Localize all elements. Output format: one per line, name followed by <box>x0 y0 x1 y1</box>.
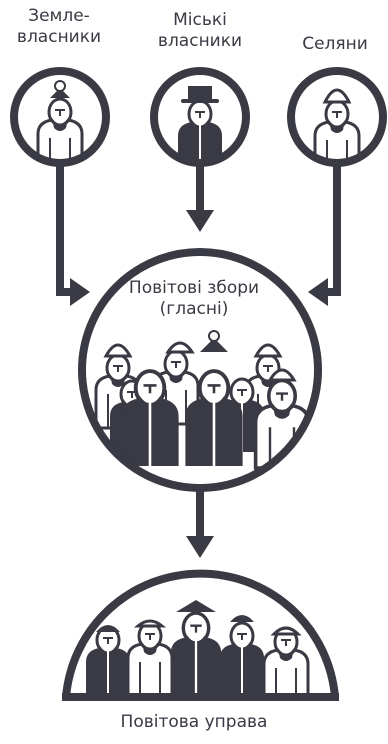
peasant-portrait <box>287 67 387 167</box>
assembly-label: Повітові збори (гласні) <box>128 278 260 319</box>
board-group <box>62 569 339 701</box>
landowners-label: Земле- власники <box>16 6 102 47</box>
board-label: Повітова управа <box>120 712 268 732</box>
citizen-portrait <box>150 67 250 167</box>
citizens-label: Міські власники <box>157 10 243 51</box>
arrowhead-landowners <box>70 278 90 306</box>
peasants-label: Селяни <box>302 34 368 54</box>
connector-peasants <box>324 164 341 296</box>
assembly-crowd <box>78 248 322 492</box>
connector-landowners <box>56 164 74 296</box>
arrowhead-board <box>186 536 214 558</box>
landowner-portrait <box>10 67 110 167</box>
arrowhead-citizens <box>186 210 214 232</box>
arrowhead-peasants <box>308 278 328 306</box>
